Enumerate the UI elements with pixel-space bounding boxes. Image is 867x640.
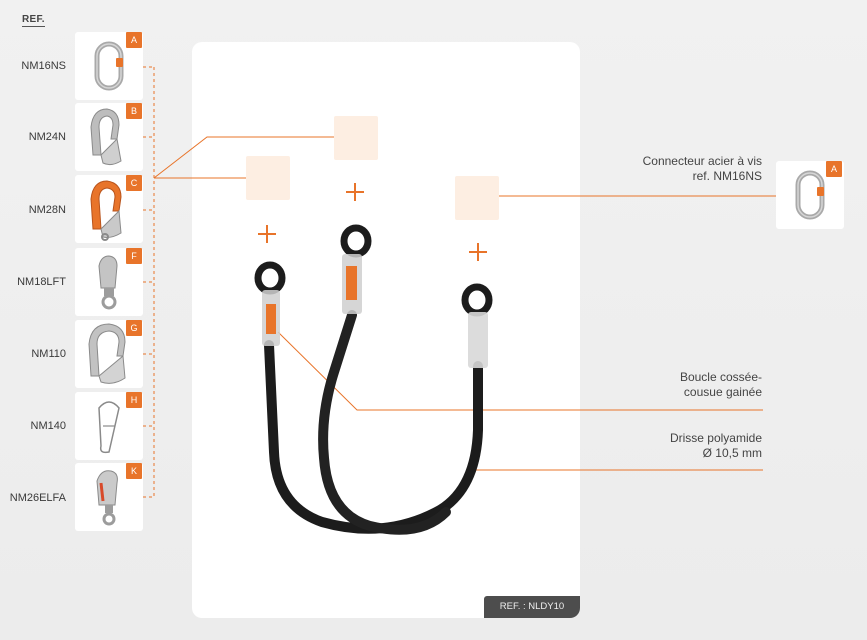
loop-callout-line2: cousue gainée [683,385,762,399]
rope-callout-line1: Drisse polyamide [669,431,762,445]
connector-ref-label: NM140 [30,420,66,432]
badge: A [126,32,142,48]
badge: F [126,248,142,264]
oval-carabiner-icon [795,170,825,220]
large-scaffold-hook-icon [88,323,126,384]
main-panel [192,42,580,618]
plus-icon-right [469,243,487,261]
connector-ref-label: NM16NS [21,60,66,72]
swivel-snaphook-icon [98,255,118,310]
connector-ref-label: NM110 [31,348,66,360]
product-ref-tag: REF. : NLDY10 [484,596,580,618]
badge: G [126,320,142,336]
connector-placeholder-middle[interactable] [334,116,378,160]
connector-callout: Connecteur acier à vis ref. NM16NS [598,154,762,184]
badge: K [126,463,142,479]
connector-ref-label: NM28N [28,204,66,216]
connector-lines [153,136,776,471]
dashed-bracket [143,66,155,498]
connector-ref-label: NM26ELFA [9,492,66,504]
rope-callout-line2: Ø 10,5 mm [702,446,762,460]
rope-callout: Drisse polyamide Ø 10,5 mm [598,431,762,461]
connector-callout-line1: Connecteur acier à vis [642,154,762,168]
ref-header: REF. [22,14,45,27]
oval-carabiner-icon [94,41,124,91]
loop-callout: Boucle cossée- cousue gainée [598,370,762,400]
plus-icon-left [258,225,276,243]
connector-ref-label: NM18LFT [17,276,66,288]
connector-ref-label: NM24N [28,131,66,143]
orange-scaffold-hook-icon [90,180,122,241]
connector-callout-line2: ref. NM16NS [692,169,762,183]
plus-icon-middle [346,183,364,201]
lanyard-image [254,224,493,535]
swivel-carabiner-icon [96,470,118,526]
scaffold-hook-icon [90,108,122,166]
loop-callout-line1: Boucle cossée- [679,370,762,384]
badge: B [126,103,142,119]
badge: A [826,161,842,177]
connector-placeholder-right[interactable] [455,176,499,220]
badge: H [126,392,142,408]
connector-placeholder-left[interactable] [246,156,290,200]
badge: C [126,175,142,191]
wire-gate-carabiner-icon [98,401,120,454]
